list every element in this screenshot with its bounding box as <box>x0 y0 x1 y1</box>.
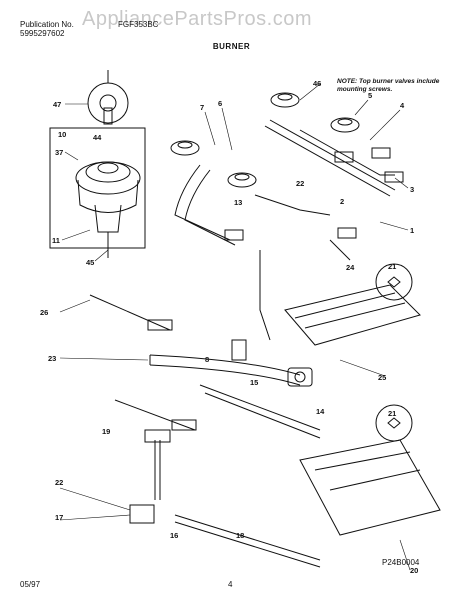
nut-21-lower <box>375 404 413 442</box>
callout-14: 14 <box>316 407 325 416</box>
callout-7: 7 <box>200 103 204 112</box>
nut-21-upper <box>375 263 413 301</box>
callout-20: 20 <box>410 566 418 575</box>
callout-18: 18 <box>236 531 244 540</box>
callout-2: 2 <box>340 197 344 206</box>
callout-10: 10 <box>58 130 66 139</box>
section-title: BURNER <box>212 42 251 51</box>
callout-17: 17 <box>55 513 63 522</box>
watermark-text: AppliancePartsPros.com <box>82 8 312 30</box>
callout-25: 25 <box>378 373 386 382</box>
callout-21-upper: 21 <box>388 262 396 271</box>
top-burner-left <box>170 140 200 156</box>
callout-45: 45 <box>86 258 94 267</box>
callout-11: 11 <box>52 236 60 245</box>
top-burner-right <box>330 117 360 133</box>
callout-8: 8 <box>205 355 209 364</box>
callout-3: 3 <box>410 185 414 194</box>
detail-inset-box <box>49 127 146 249</box>
callout-1: 1 <box>410 226 414 235</box>
callout-labels: 47 10 44 37 11 45 46 7 6 5 4 3 2 1 22 13… <box>40 79 418 575</box>
publication-number: 5995297602 <box>20 29 65 38</box>
callout-4: 4 <box>400 101 405 110</box>
top-burner-center <box>227 172 257 188</box>
publication-info: Publication No. 5995297602 <box>20 20 74 38</box>
broil-burner-baffle <box>284 284 421 346</box>
footer-page: 4 <box>228 580 233 589</box>
oven-burner-tube <box>149 354 321 568</box>
gas-tubing <box>174 119 396 341</box>
burner-valves <box>224 147 404 241</box>
callout-44: 44 <box>93 133 102 142</box>
bake-burner-baffle <box>299 439 441 536</box>
publication-label: Publication No. <box>20 20 74 29</box>
pressure-regulator <box>287 367 313 387</box>
note-text: NOTE: Top burner valves include mounting… <box>337 78 440 93</box>
detail-burner-cap <box>87 70 129 125</box>
callout-16: 16 <box>170 531 178 540</box>
safety-valve <box>129 429 171 524</box>
callout-37: 37 <box>55 148 63 157</box>
callout-6: 6 <box>218 99 222 108</box>
callout-15: 15 <box>250 378 258 387</box>
callout-23: 23 <box>48 354 56 363</box>
callout-22-top: 22 <box>296 179 304 188</box>
top-burner-rear <box>270 92 300 108</box>
callout-13: 13 <box>234 198 242 207</box>
callout-47: 47 <box>53 100 61 109</box>
callout-21-lower: 21 <box>388 409 396 418</box>
callout-19: 19 <box>102 427 110 436</box>
callout-22-bottom: 22 <box>55 478 63 487</box>
callout-46: 46 <box>313 79 321 88</box>
callout-5: 5 <box>368 91 372 100</box>
diagram-code: P24B0004 <box>382 558 420 567</box>
oven-ignitor <box>89 294 197 431</box>
callout-leaders <box>59 83 411 571</box>
junction-block <box>231 339 247 361</box>
model-number: FGF353BC <box>118 20 159 29</box>
callout-24: 24 <box>346 263 355 272</box>
callout-26: 26 <box>40 308 48 317</box>
detail-burner-base <box>75 161 141 258</box>
footer-date: 05/97 <box>20 580 41 589</box>
